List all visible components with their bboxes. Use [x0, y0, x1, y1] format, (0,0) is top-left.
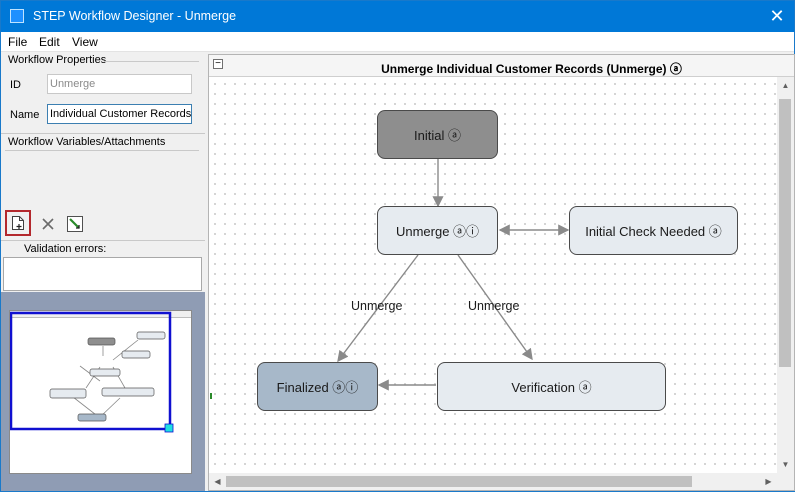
workflow-properties-heading: Workflow Properties — [8, 54, 107, 66]
window-title: STEP Workflow Designer - Unmerge — [33, 9, 237, 23]
menu-edit[interactable]: Edit — [39, 35, 60, 49]
divider — [105, 61, 199, 62]
state-verification[interactable]: Verification ⓐ — [437, 362, 666, 411]
horizontal-scroll-thumb[interactable] — [226, 476, 692, 487]
edge-label-unmerge-left: Unmerge — [351, 299, 403, 313]
id-label: ID — [10, 79, 21, 91]
menu-view[interactable]: View — [72, 35, 98, 49]
divider — [5, 150, 199, 151]
edge-unmerge-verification — [457, 254, 533, 361]
port-marker — [210, 393, 212, 399]
name-label: Name — [10, 109, 40, 121]
scroll-down-icon[interactable]: ▼ — [781, 460, 790, 469]
add-variable-button[interactable] — [5, 210, 31, 236]
diagram-canvas[interactable]: Initial ⓐ Unmerge ⓐⓘ Initial Check Neede… — [210, 79, 777, 474]
edge-label-unmerge-right: Unmerge — [468, 299, 520, 313]
menu-bar: File Edit View — [1, 32, 794, 52]
close-button[interactable]: ✕ — [769, 5, 785, 26]
workflow-variables-heading: Workflow Variables/Attachments — [8, 136, 166, 148]
edge-unmerge-finalized — [337, 254, 419, 363]
workflow-diagram: − Unmerge Individual Customer Records (U… — [208, 54, 795, 491]
horizontal-scrollbar[interactable]: ◀ ▶ — [209, 473, 777, 490]
state-unmerge[interactable]: Unmerge ⓐⓘ — [377, 206, 498, 255]
scroll-right-icon[interactable]: ▶ — [765, 477, 772, 486]
delete-icon — [42, 218, 54, 230]
overview-map — [10, 311, 174, 433]
state-initial[interactable]: Initial ⓐ — [377, 110, 498, 159]
id-field[interactable]: Unmerge — [47, 74, 192, 94]
app-icon — [10, 9, 24, 23]
title-bar: STEP Workflow Designer - Unmerge ✕ — [1, 1, 794, 32]
scroll-corner — [777, 473, 794, 490]
diagram-title: Unmerge Individual Customer Records (Unm… — [381, 62, 682, 76]
new-document-icon — [12, 216, 24, 230]
collapse-button[interactable]: − — [213, 59, 223, 69]
validation-errors-label: Validation errors: — [24, 243, 107, 255]
name-field[interactable]: Individual Customer Records — [47, 104, 192, 124]
state-finalized[interactable]: Finalized ⓐⓘ — [257, 362, 378, 411]
delete-variable-button[interactable] — [38, 214, 58, 234]
overview-canvas[interactable] — [9, 310, 192, 474]
overview-panel[interactable] — [1, 292, 205, 491]
overview-header — [10, 311, 191, 318]
left-panel: Workflow Properties ID Unmerge Name Indi… — [1, 52, 205, 491]
divider — [1, 133, 205, 134]
vertical-scroll-thumb[interactable] — [779, 99, 791, 367]
diagram-header: − Unmerge Individual Customer Records (U… — [209, 55, 794, 77]
scroll-left-icon[interactable]: ◀ — [214, 477, 221, 486]
vertical-scrollbar[interactable]: ▲ ▼ — [777, 77, 794, 473]
transition-arrows — [337, 158, 570, 391]
edit-icon — [67, 216, 83, 232]
validation-errors-box — [3, 257, 202, 291]
scroll-up-icon[interactable]: ▲ — [781, 81, 790, 90]
divider — [1, 240, 205, 241]
state-initial-check-needed[interactable]: Initial Check Needed ⓐ — [569, 206, 738, 255]
menu-file[interactable]: File — [8, 35, 28, 49]
edit-variable-button[interactable] — [65, 214, 85, 234]
